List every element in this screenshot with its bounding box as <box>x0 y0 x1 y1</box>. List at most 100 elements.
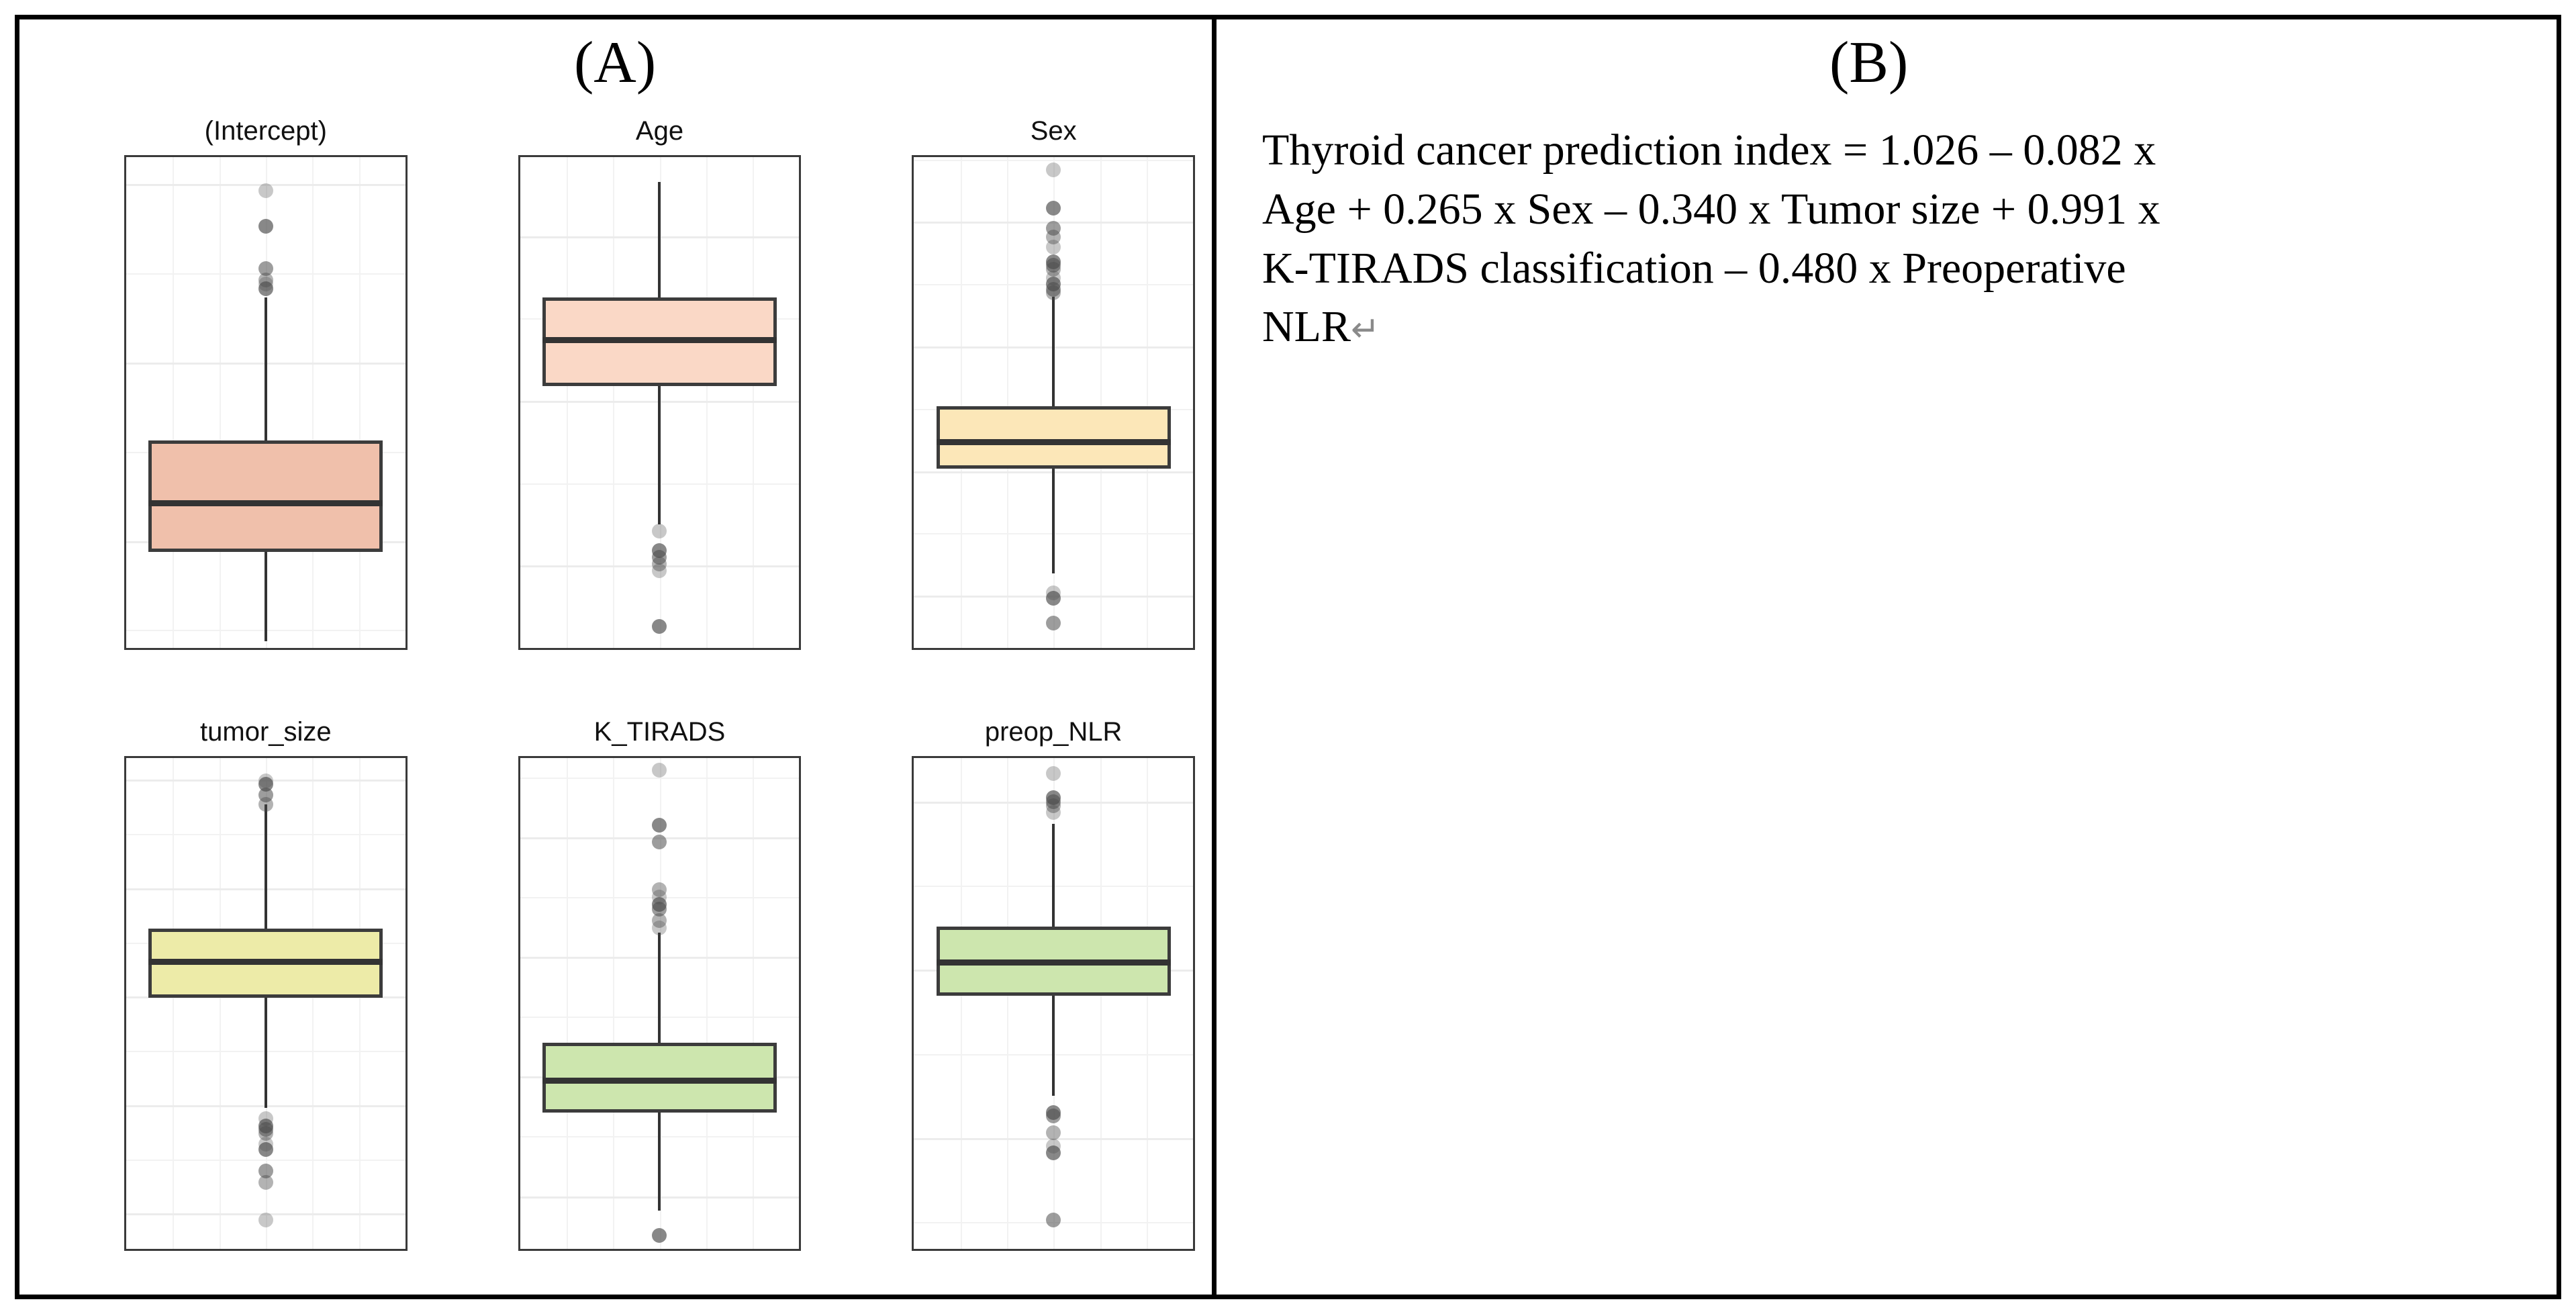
y-axis-tick-mark <box>518 400 520 402</box>
outlier-point <box>1046 162 1061 177</box>
y-axis-tick-mark <box>518 955 520 957</box>
gridline-vertical <box>312 157 314 648</box>
outlier-point <box>1046 229 1061 244</box>
x-axis-tick-mark <box>765 1249 767 1251</box>
equation-line: Thyroid cancer prediction index = 1.026 … <box>1262 126 2156 175</box>
outlier-point <box>652 882 667 898</box>
panel-a-label: (A) <box>574 30 657 95</box>
x-axis-tick-mark <box>371 1249 373 1251</box>
gridline-horizontal-major <box>126 1213 406 1216</box>
equation-line: NLR↵ <box>1262 297 2491 357</box>
plot-area: 0.00−0.50−1.00 <box>912 756 1195 1251</box>
x-axis-tick-mark <box>1018 1249 1020 1251</box>
outlier-point <box>652 563 667 578</box>
paragraph-return-icon: ↵ <box>1351 310 1380 350</box>
x-axis-tick-mark <box>1018 648 1020 650</box>
outlier-point <box>1046 261 1061 277</box>
facet-title: (Intercept) <box>204 116 327 146</box>
y-axis-tick-mark <box>912 1137 914 1139</box>
x-axis-tick-mark <box>765 648 767 650</box>
outlier-point <box>652 1228 667 1243</box>
plot-area: −0.05−0.10−0.15 <box>518 155 802 650</box>
x-axis-tick-mark <box>695 1249 697 1251</box>
facet-age: Age−0.05−0.10−0.15 <box>518 118 802 671</box>
y-axis-tick-mark <box>912 470 914 472</box>
x-axis-tick-mark <box>231 1249 233 1251</box>
median-line <box>148 500 383 507</box>
outlier-point <box>1046 590 1061 606</box>
gridline-vertical <box>359 157 361 648</box>
gridline-vertical <box>613 758 615 1249</box>
gridline-horizontal-minor <box>520 648 800 649</box>
gridline-vertical <box>359 758 361 1249</box>
x-axis-tick-mark <box>161 648 163 650</box>
y-axis-tick-mark <box>124 1213 126 1215</box>
x-axis-tick-mark <box>949 648 951 650</box>
figure-frame <box>15 15 2561 1299</box>
outlier-point <box>652 921 667 936</box>
outlier-point <box>1046 239 1061 254</box>
gridline-vertical <box>173 157 175 648</box>
gridline-vertical <box>1006 758 1008 1249</box>
facet-k_tirads: K_TIRADS2.001.501.000.50 <box>518 718 802 1272</box>
outlier-point <box>258 796 273 812</box>
x-axis-tick-mark <box>695 648 697 650</box>
equation-line-text: NLR <box>1262 302 1351 352</box>
outlier-point <box>652 834 667 849</box>
gridline-horizontal-minor <box>914 159 1193 161</box>
plot-area: 210−1 <box>912 155 1195 650</box>
gridline-horizontal-minor <box>126 1159 406 1161</box>
outlier-point <box>652 913 667 929</box>
outlier-point <box>1046 1109 1061 1124</box>
median-line <box>936 438 1171 445</box>
outlier-point <box>1046 805 1061 820</box>
y-axis-tick-mark <box>518 1195 520 1197</box>
median-line <box>148 958 383 965</box>
gridline-horizontal-major <box>126 183 406 186</box>
gridline-vertical <box>219 157 221 648</box>
y-axis-tick-mark <box>518 1076 520 1078</box>
y-axis-tick-mark <box>124 361 126 363</box>
outlier-point <box>1046 201 1061 216</box>
y-axis-tick-mark <box>124 996 126 998</box>
prediction-equation-block: Thyroid cancer prediction index = 1.026 … <box>1262 121 2491 357</box>
facet-intercept: (Intercept) 840 <box>124 118 408 671</box>
outlier-point <box>258 1174 273 1190</box>
outlier-point <box>652 817 667 833</box>
x-axis-tick-mark <box>555 648 557 650</box>
outlier-point <box>1046 1125 1061 1141</box>
y-axis-tick-mark <box>518 836 520 838</box>
plot-area: 0.00−0.20−0.40−0.60−0.80 <box>124 756 408 1251</box>
gridline-vertical <box>173 758 175 1249</box>
gridline-vertical <box>312 758 314 1249</box>
facet-title: K_TIRADS <box>593 717 726 747</box>
outlier-point <box>1046 794 1061 810</box>
x-axis-tick-mark <box>1158 648 1160 650</box>
y-axis-tick-mark <box>518 235 520 237</box>
outlier-point <box>1046 765 1061 781</box>
panel-b-label: (B) <box>1829 30 1909 95</box>
panel-divider <box>1212 15 1217 1299</box>
equation-line: K-TIRADS classification – 0.480 x Preope… <box>1262 243 2126 293</box>
equation-line: Age + 0.265 x Sex – 0.340 x Tumor size +… <box>1262 184 2160 234</box>
y-axis-tick-mark <box>912 801 914 803</box>
outlier-point <box>1046 285 1061 301</box>
outlier-point <box>258 261 273 277</box>
outlier-point <box>652 550 667 565</box>
gridline-vertical <box>1146 157 1148 648</box>
gridline-vertical <box>1100 157 1102 648</box>
box-iqr <box>936 406 1171 469</box>
facet-sex: Sex210−1 <box>912 118 1195 671</box>
plot-area: 840 <box>124 155 408 650</box>
outlier-point <box>258 787 273 802</box>
outlier-point <box>258 1122 273 1137</box>
gridline-vertical <box>753 758 755 1249</box>
outlier-point <box>258 219 273 234</box>
gridline-horizontal-minor <box>520 777 800 779</box>
y-axis-tick-mark <box>124 540 126 542</box>
outlier-point <box>1046 220 1061 236</box>
box-iqr <box>148 440 383 553</box>
facet-title: preop_NLR <box>984 717 1123 747</box>
outlier-point <box>258 1213 273 1228</box>
